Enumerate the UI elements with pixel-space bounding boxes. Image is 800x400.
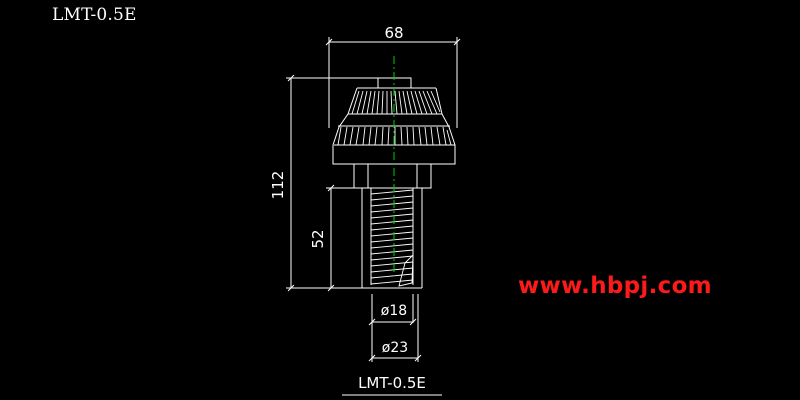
site-watermark: www.hbpj.com [518,273,712,299]
bottom-title: LMT-0.5E [358,374,426,392]
width-dimension: 68 [325,24,461,128]
drawing-title: LMT-0.5E [52,5,137,25]
outer-diameter-label: ø23 [382,340,408,356]
diameter-dimensions: ø18 ø23 [368,294,422,362]
thread-hatching [370,189,414,285]
nozzle-body [332,77,456,289]
top-width-label: 68 [384,24,403,42]
total-height-label: 112 [269,171,287,200]
slot-lines-upper [351,90,441,115]
thread-length-label: 52 [309,229,327,248]
slot-lines-lower [337,126,452,146]
inner-diameter-label: ø18 [381,303,407,319]
height-dimensions: 112 52 [269,74,378,292]
